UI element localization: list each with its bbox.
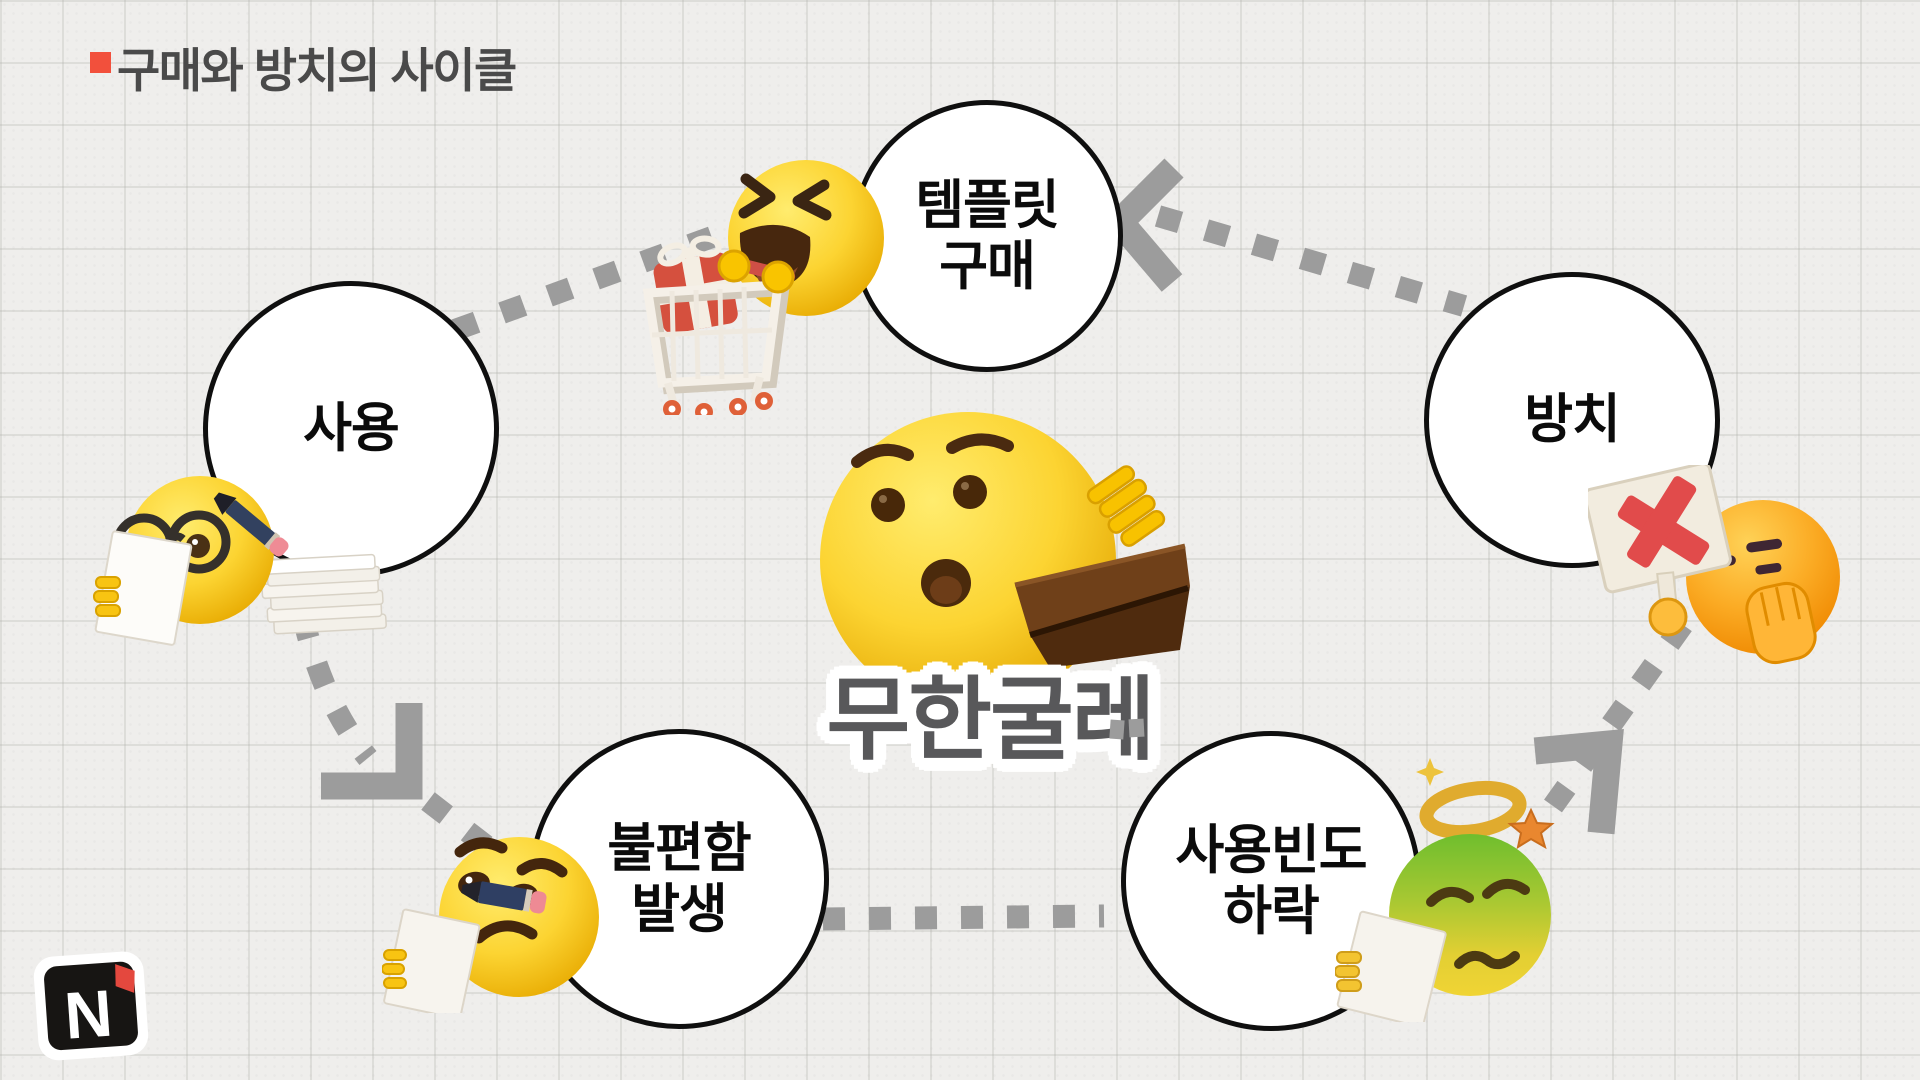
sad-eye-right: [1482, 879, 1530, 899]
eyebrow-left: [454, 837, 508, 858]
node-label-line: 불편함: [607, 818, 751, 878]
node-label-line: 구매: [939, 237, 1036, 296]
x-sign-emoji-illustration: [1588, 465, 1840, 665]
glasses-bridge: [165, 532, 186, 544]
dizzy-emoji-illustration: [1335, 758, 1555, 1022]
sparkle-icon: [1416, 758, 1444, 786]
center-label: 무한굴레: [826, 670, 1156, 771]
fingers: [382, 949, 407, 989]
eyebrow-left: [851, 443, 914, 468]
fist-on-post: [1648, 597, 1688, 637]
dash: [1128, 718, 1145, 738]
eye-right: [953, 475, 987, 509]
shopping-cart-icon: [642, 280, 790, 415]
node-label-line: 방치: [1524, 390, 1621, 450]
paper-stack: [261, 553, 387, 635]
edge-discomfort-to-decline: [822, 904, 1105, 931]
eye-glint: [961, 482, 969, 490]
pencil-emoji-illustration: [382, 837, 599, 1013]
hand-holding-wallet: [1086, 465, 1166, 547]
eye-glint: [192, 539, 198, 545]
logo-letter: N: [62, 976, 115, 1053]
node-label-line: 사용빈도: [1175, 820, 1367, 880]
cycle-node-template-purchase: 템플릿 구매: [851, 100, 1123, 372]
pupil-right: [186, 534, 210, 558]
node-label-line: 사용: [303, 399, 400, 459]
eye-glint: [465, 876, 473, 884]
node-label-line: 템플릿: [915, 175, 1059, 235]
eye-glint: [879, 495, 887, 503]
raised-palm: [1745, 581, 1817, 665]
closed-eye-right-icon: [792, 179, 832, 221]
logo-block: [44, 961, 138, 1051]
mouth-inner: [930, 576, 962, 604]
arrowhead-to-discomfort-icon: [321, 703, 423, 800]
paper-in-hand: [383, 908, 481, 1013]
star-icon: [1507, 807, 1555, 850]
edge-neglect-to-purchase: [1154, 205, 1468, 317]
arrowhead-to-neglect-icon: [1533, 729, 1624, 835]
halo-icon: [1419, 780, 1527, 840]
edge-use-to-discomfort: [292, 613, 377, 765]
title-bullet: [90, 52, 111, 73]
dash-fragments: [1109, 718, 1145, 740]
page-title: 구매와 방치의 사이클: [117, 44, 517, 97]
fingers: [93, 576, 121, 617]
brand-logo: N: [33, 951, 149, 1061]
sign-board: [1588, 465, 1732, 594]
dash: [1109, 719, 1125, 740]
frown-mouth: [473, 920, 538, 944]
node-label-line: 발생: [631, 880, 728, 939]
eye-left: [871, 488, 905, 522]
shopping-cart-emoji-illustration: [642, 160, 884, 415]
hand-right: [761, 260, 795, 294]
cycle-node-discomfort: 불편함 발생: [529, 729, 829, 1029]
header: 구매와 방치의 사이클: [90, 44, 517, 97]
node-label-line: 하락: [1223, 882, 1320, 941]
eyebrow-right: [946, 433, 1014, 454]
glasses-emoji-illustration: [93, 476, 387, 646]
fingers: [1335, 951, 1362, 992]
wavy-mouth: [1454, 950, 1520, 970]
empty-wallet-emoji-illustration: [820, 412, 1190, 708]
closed-eye-left-icon: [738, 173, 776, 219]
pencil-behind-ear-icon: [213, 492, 289, 557]
cycle-node-usage-decline: 사용빈도 하락: [1121, 731, 1421, 1031]
hand-left: [717, 249, 751, 283]
eyebrow-right: [516, 858, 568, 878]
logo-accent: [115, 964, 135, 993]
empty-wallet-icon: [1014, 543, 1190, 668]
pencil-icon: [461, 881, 547, 914]
sad-eye-left: [1426, 887, 1474, 907]
red-x-icon: [1627, 476, 1697, 568]
